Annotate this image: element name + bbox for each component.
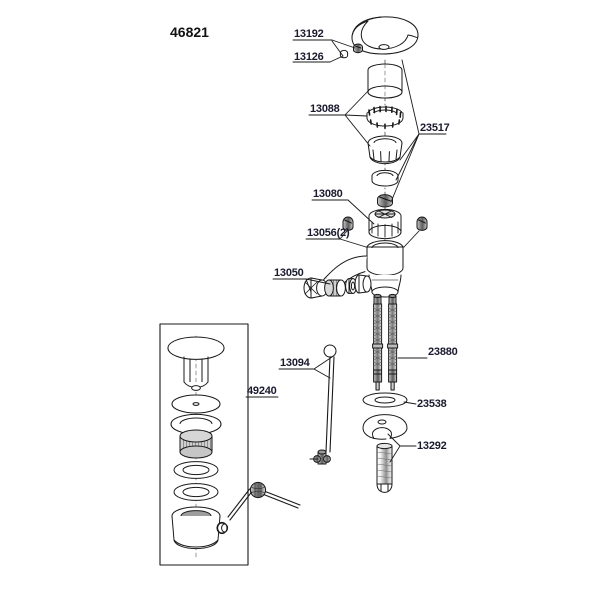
label-13192: 13192 — [294, 28, 324, 40]
pop-up-waste-assembly — [167, 335, 229, 561]
label-13056: 13056(2) — [307, 227, 350, 239]
seal-ring — [371, 169, 399, 187]
label-23517: 23517 — [420, 122, 450, 134]
aerator-assembly — [303, 274, 372, 299]
mounting-stud — [362, 414, 408, 493]
handle-set-screw — [353, 43, 363, 54]
small-retainer-screw — [377, 194, 393, 208]
leader-lines — [245, 39, 447, 463]
label-49240: 49240 — [247, 385, 277, 397]
rubber-washer — [362, 392, 408, 408]
page-title: 46821 — [170, 24, 209, 40]
label-23880: 23880 — [428, 346, 458, 358]
label-23538: 23538 — [417, 398, 447, 410]
pop-up-waste-detail-box — [159, 323, 249, 566]
pivot-ball-rod — [216, 481, 301, 535]
toothed-ring — [366, 105, 404, 129]
lift-rod-clevis — [309, 449, 331, 465]
label-13088: 13088 — [310, 103, 340, 115]
label-13080: 13080 — [313, 188, 343, 200]
body-screw-left — [342, 216, 354, 231]
lever-handle — [351, 16, 419, 55]
label-13292: 13292 — [417, 440, 447, 452]
flexible-supply-hoses — [372, 293, 399, 391]
faucet-body — [322, 240, 404, 298]
lift-rod — [323, 344, 337, 453]
cap-nut — [367, 135, 403, 165]
ceramic-cartridge — [368, 208, 402, 253]
label-13126: 13126 — [294, 51, 324, 63]
label-13094: 13094 — [280, 357, 310, 369]
body-screw-right — [416, 216, 428, 231]
label-13050: 13050 — [274, 267, 304, 279]
cap-sleeve — [367, 63, 403, 99]
